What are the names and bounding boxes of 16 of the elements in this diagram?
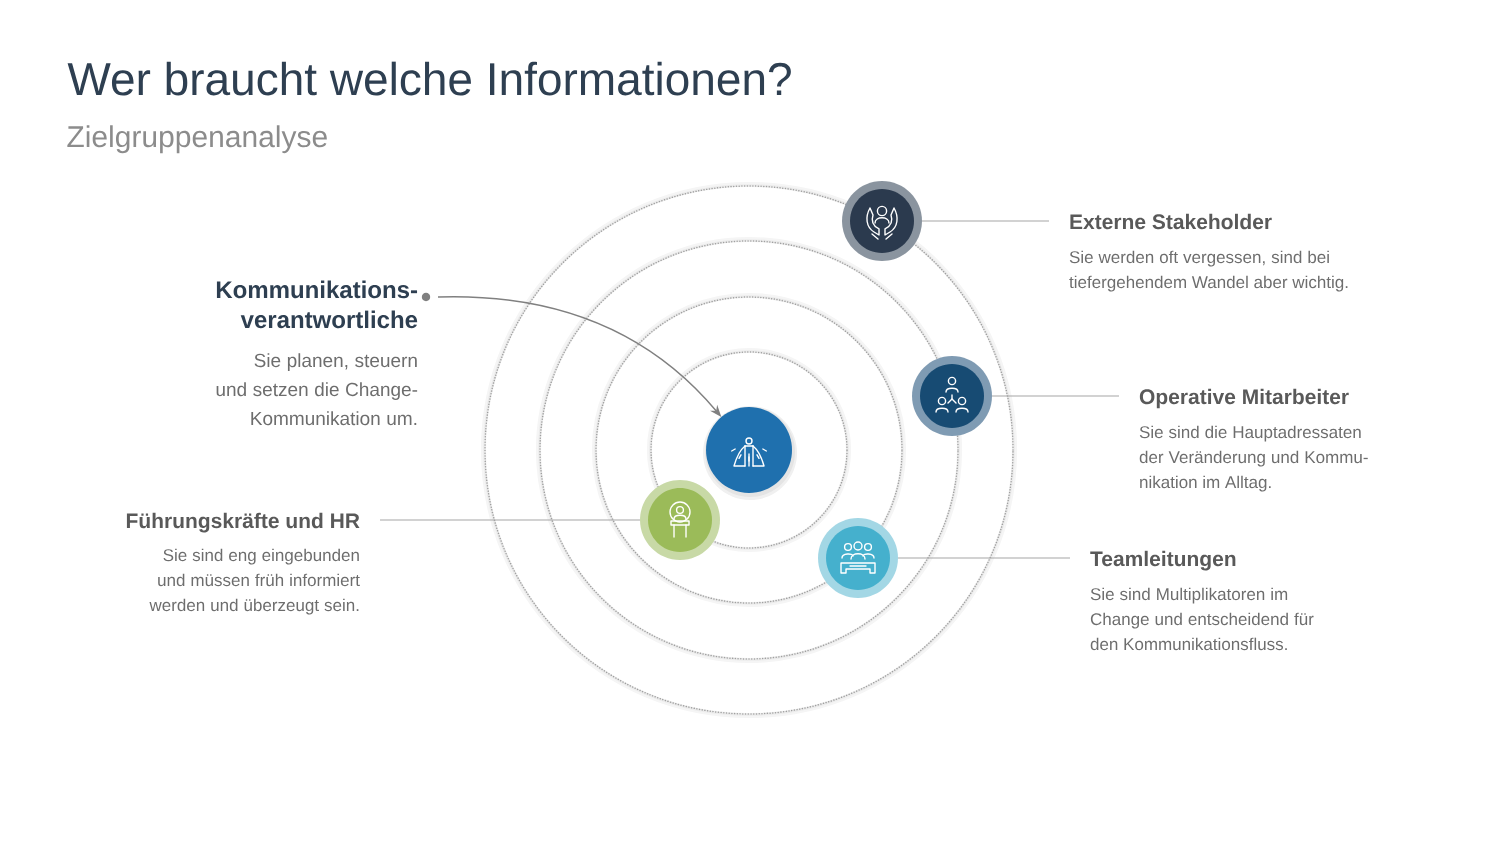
group-heading: Operative Mitarbeiter	[1139, 388, 1349, 409]
group-heading: Kommunikations- verantwortliche	[216, 280, 418, 329]
slide-title: Wer braucht welche Informationen?	[67, 61, 791, 96]
group-heading: Externe Stakeholder	[1070, 213, 1272, 230]
leader-line	[897, 557, 1071, 559]
leader-line	[991, 395, 1120, 397]
group-description: Sie werden oft vergessen, sind bei tiefergehendem Wandel aber wichtig.	[1069, 250, 1348, 292]
leader-line	[379, 519, 641, 521]
group-heading: Führungskräfte und HR	[126, 512, 360, 533]
group-description: Sie sind eng eingebunden und müssen früh informiert werden und überzeugt sein.	[149, 548, 360, 615]
group-heading: Teamleitungen	[1090, 550, 1236, 571]
slide-subtitle: Zielgruppenanalyse	[67, 125, 327, 154]
group-description: Sie planen, steuern und setzen die Change- Kommunikation um.	[216, 353, 418, 426]
group-description: Sie sind die Hauptadressaten der Veränderung und Kommu- nikation im Alltag.	[1139, 425, 1368, 492]
group-description: Sie sind Multiplikatoren im Change und entscheidend für den Kommunikationsfluss.	[1090, 587, 1314, 651]
leader-line	[921, 220, 1050, 222]
